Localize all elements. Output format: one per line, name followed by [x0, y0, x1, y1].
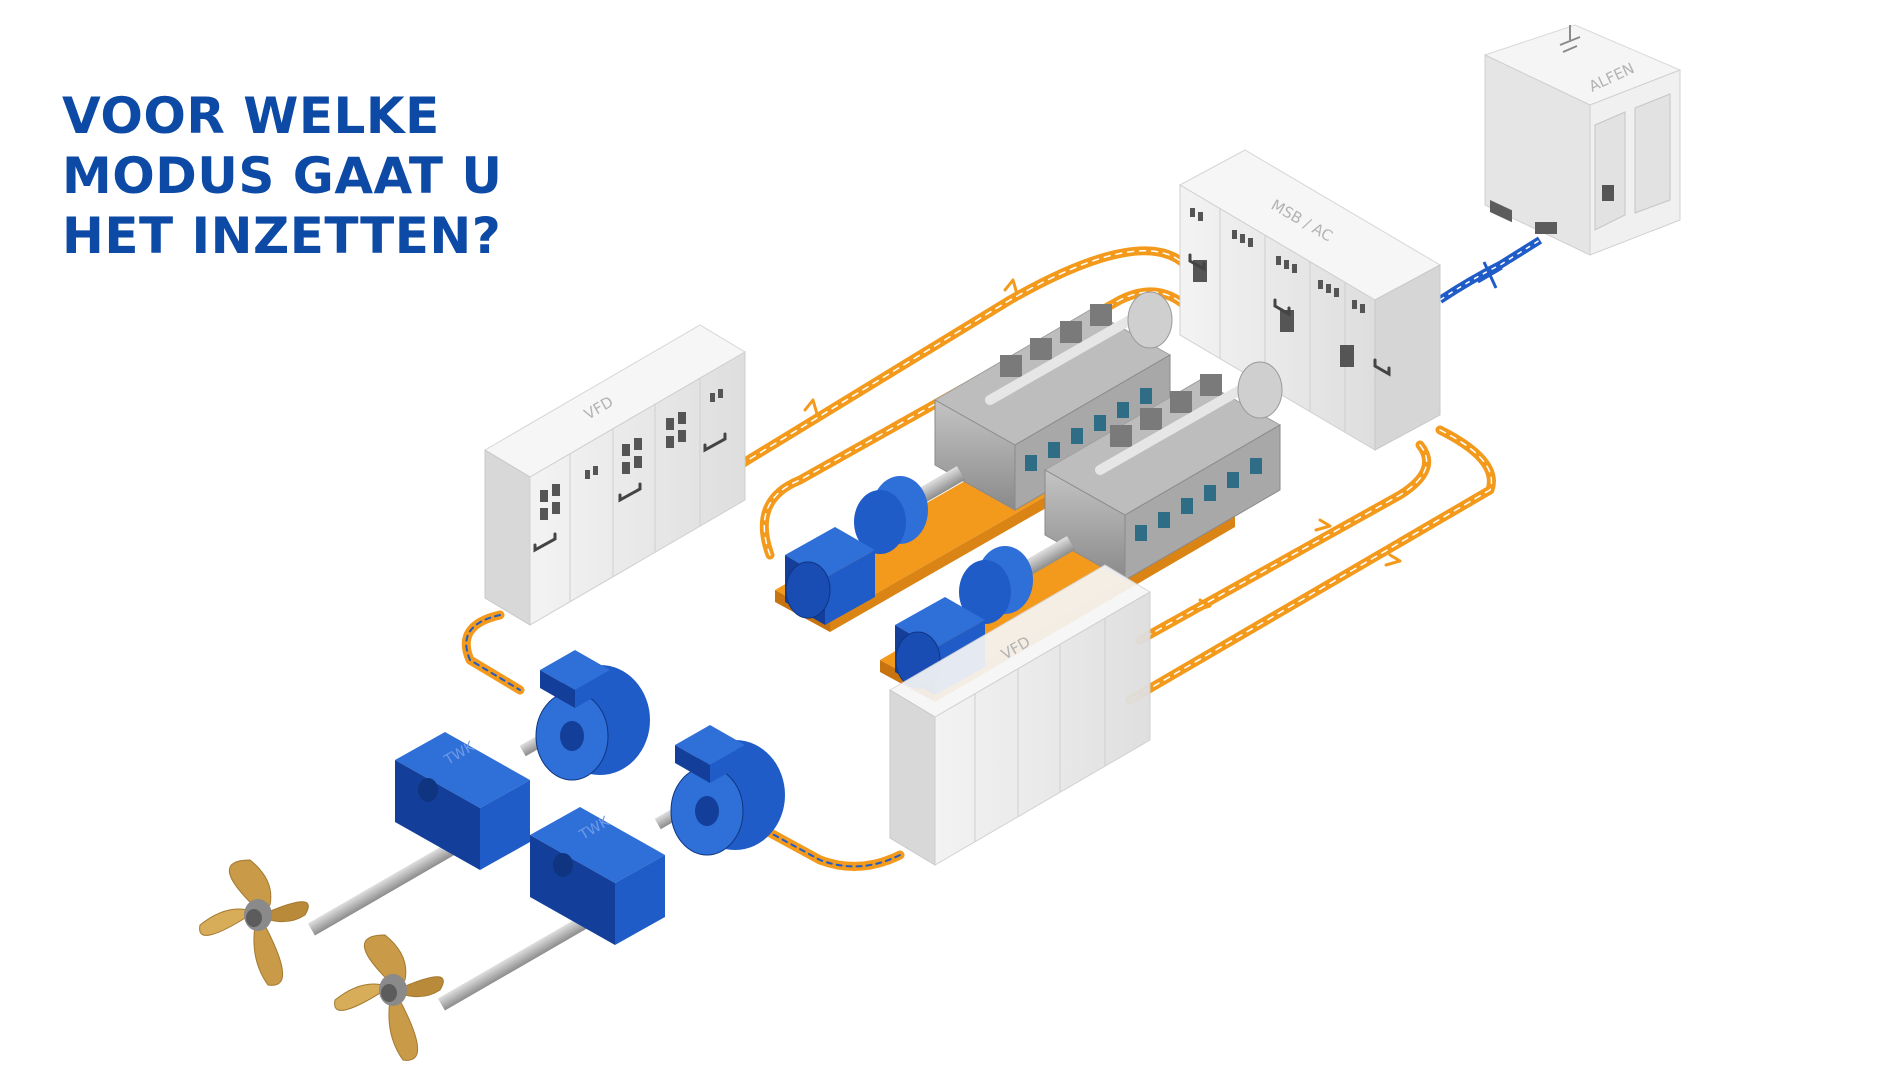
- title-line-2: MODUS GAAT U: [62, 147, 503, 205]
- title-line-3: HET INZETTEN?: [62, 207, 502, 265]
- propulsion-line-2: TWK: [334, 725, 785, 1061]
- vfd-cabinet-left: VFD: [484, 324, 746, 626]
- propeller-icon: [199, 859, 309, 986]
- alfen-battery-cabinet: ALFEN: [1483, 24, 1682, 256]
- battery-icon: [1559, 25, 1581, 53]
- msb-ac-switchboard: MSB / AC: [1178, 149, 1442, 451]
- propulsion-line-1: TWK: [199, 650, 650, 986]
- title-line-1: VOOR WELKE: [62, 87, 440, 145]
- page-title: VOOR WELKE MODUS GAAT U HET INZETTEN?: [62, 86, 502, 266]
- vfd-cabinet-front: VFD: [889, 564, 1151, 866]
- propeller-icon: [334, 934, 444, 1061]
- dc-cable: [1437, 236, 1543, 304]
